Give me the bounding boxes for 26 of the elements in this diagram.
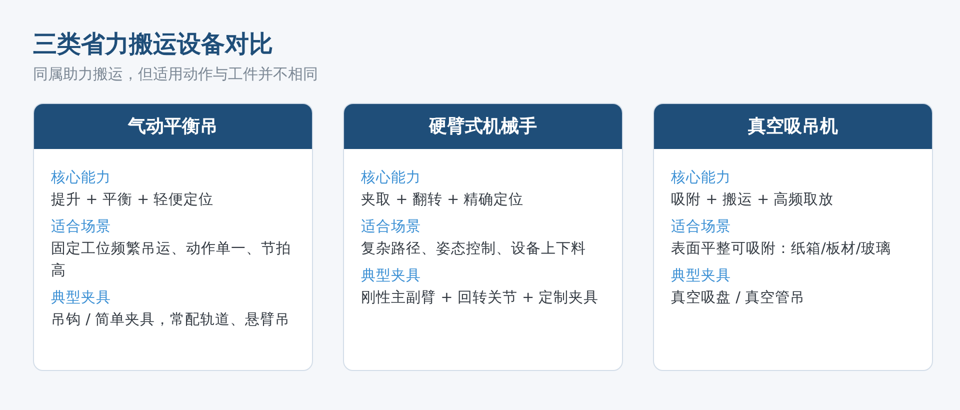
section-heading: 典型夹具 xyxy=(51,289,111,308)
section-heading: 核心能力 xyxy=(51,168,111,188)
section-heading: 典型夹具 xyxy=(361,267,421,286)
section-text: 刚性主副臂 + 回转关节 + 定制夹具 xyxy=(361,288,600,308)
section-heading: 核心能力 xyxy=(361,168,421,188)
section-text: 复杂路径、姿态控制、设备上下料 xyxy=(361,240,587,259)
section-text: 吸附 + 搬运 + 高频取放 xyxy=(671,190,835,210)
section-heading: 典型夹具 xyxy=(671,267,731,286)
section-text: 吊钩 / 简单夹具，常配轨道、悬臂吊 xyxy=(51,310,292,330)
comparison-card xyxy=(653,103,933,371)
section-text: 真空吸盘 / 真空管吊 xyxy=(671,289,806,308)
section-text: 固定工位频繁吊运、动作单一、节拍高 xyxy=(51,240,292,281)
section-text: 夹取 + 翻转 + 精确定位 xyxy=(361,190,525,210)
section-heading: 适合场景 xyxy=(361,218,421,237)
title-text: 三类省力搬运设备对比 xyxy=(33,29,273,60)
section-heading: 核心能力 xyxy=(671,168,731,188)
card-header: 硬臂式机械手 xyxy=(344,104,622,149)
subtitle-text: 同属助力搬运，但适用动作与工件并不相同 xyxy=(33,64,318,84)
section-text: 表面平整可吸附：纸箱/板材/玻璃 xyxy=(671,240,892,259)
card-header: 真空吸吊机 xyxy=(654,104,932,149)
comparison-card xyxy=(343,103,623,371)
card-header: 气动平衡吊 xyxy=(34,104,312,149)
section-text: 提升 + 平衡 + 轻便定位 xyxy=(51,190,215,210)
section-heading: 适合场景 xyxy=(51,218,111,237)
comparison-card xyxy=(33,103,313,371)
section-heading: 适合场景 xyxy=(671,218,731,237)
